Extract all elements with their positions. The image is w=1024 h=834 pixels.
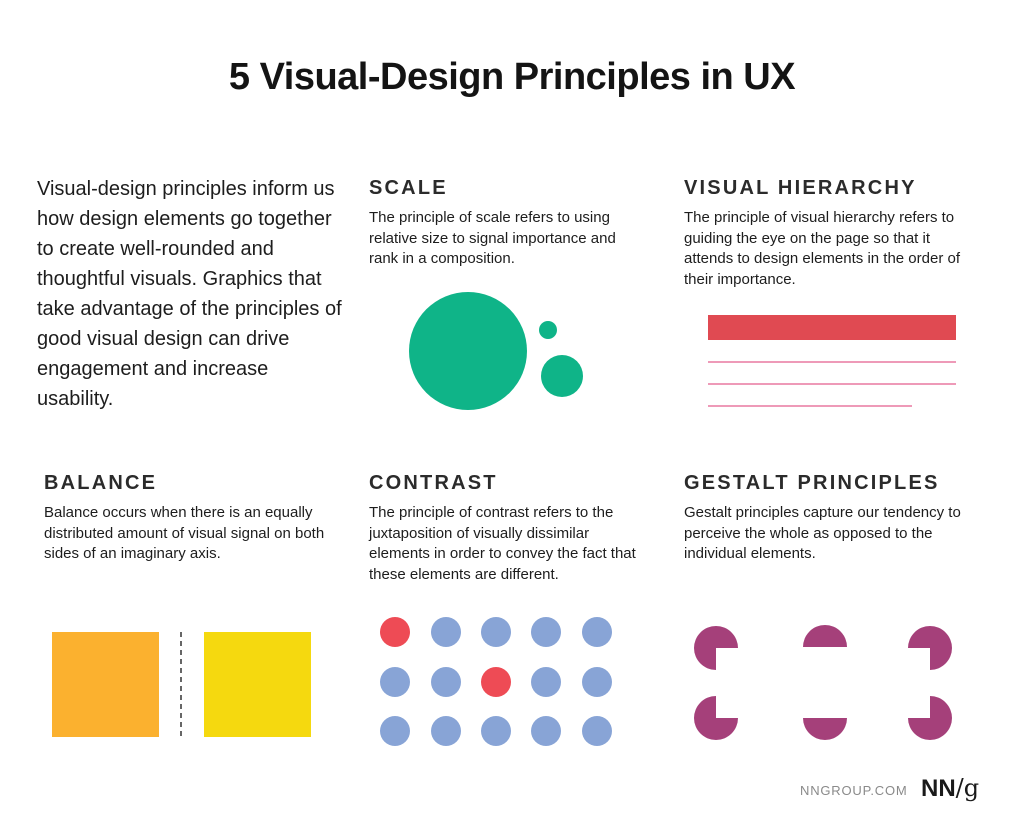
balance-right-square	[204, 632, 311, 737]
contrast-dot	[481, 716, 511, 746]
contrast-dot-red	[380, 617, 410, 647]
contrast-dot	[380, 667, 410, 697]
gestalt-illustration	[694, 625, 952, 740]
contrast-dot	[431, 617, 461, 647]
contrast-heading: CONTRAST	[369, 472, 498, 494]
balance-heading: BALANCE	[44, 472, 158, 494]
balance-left-square	[52, 632, 159, 737]
gestalt-corner-bottom-left	[694, 696, 738, 740]
page-title: 5 Visual-Design Principles in UX	[228, 56, 796, 98]
contrast-description: The principle of contrast refers to the …	[369, 504, 636, 583]
gestalt-corner-bottom-right	[908, 696, 952, 740]
gestalt-corner-top-right	[908, 626, 952, 670]
gestalt-bottom-half	[803, 718, 847, 740]
visual-hierarchy-description: The principle of visual hierarchy refers…	[684, 209, 961, 288]
balance-description: Balance occurs when there is an equally …	[44, 504, 325, 562]
contrast-dot	[431, 716, 461, 746]
gestalt-top-half	[803, 625, 847, 647]
contrast-dot	[531, 617, 561, 647]
logo-main: NN	[921, 775, 956, 802]
contrast-dot	[582, 667, 612, 697]
contrast-dot	[582, 617, 612, 647]
contrast-dot	[531, 667, 561, 697]
visual-hierarchy-heading: VISUAL HIERARCHY	[684, 177, 917, 199]
gestalt-corner-top-left	[694, 626, 738, 670]
contrast-illustration	[380, 617, 612, 746]
hierarchy-line-3	[708, 405, 912, 407]
scale-small-circle	[539, 321, 557, 339]
hierarchy-line-1	[708, 361, 956, 363]
balance-illustration	[52, 632, 311, 738]
hierarchy-primary-bar	[708, 315, 956, 340]
contrast-dot	[431, 667, 461, 697]
gestalt-description: Gestalt principles capture our tendency …	[684, 504, 961, 562]
scale-medium-circle	[541, 355, 583, 397]
intro-paragraph: Visual-design principles inform us how d…	[37, 178, 342, 410]
scale-heading: SCALE	[369, 177, 448, 199]
scale-illustration	[409, 292, 583, 410]
scale-large-circle	[409, 292, 527, 410]
contrast-dot	[531, 716, 561, 746]
gestalt-heading: GESTALT PRINCIPLES	[684, 472, 940, 494]
footer-url[interactable]: NNGROUP.COM	[800, 783, 908, 798]
hierarchy-illustration	[708, 315, 956, 407]
contrast-dot	[380, 716, 410, 746]
hierarchy-line-2	[708, 383, 956, 385]
contrast-dot	[582, 716, 612, 746]
logo-slash: /g	[955, 774, 980, 802]
contrast-dot-red	[481, 667, 511, 697]
scale-description: The principle of scale refers to using r…	[369, 209, 616, 267]
nng-logo: NN/g	[921, 774, 979, 803]
contrast-dot	[481, 617, 511, 647]
